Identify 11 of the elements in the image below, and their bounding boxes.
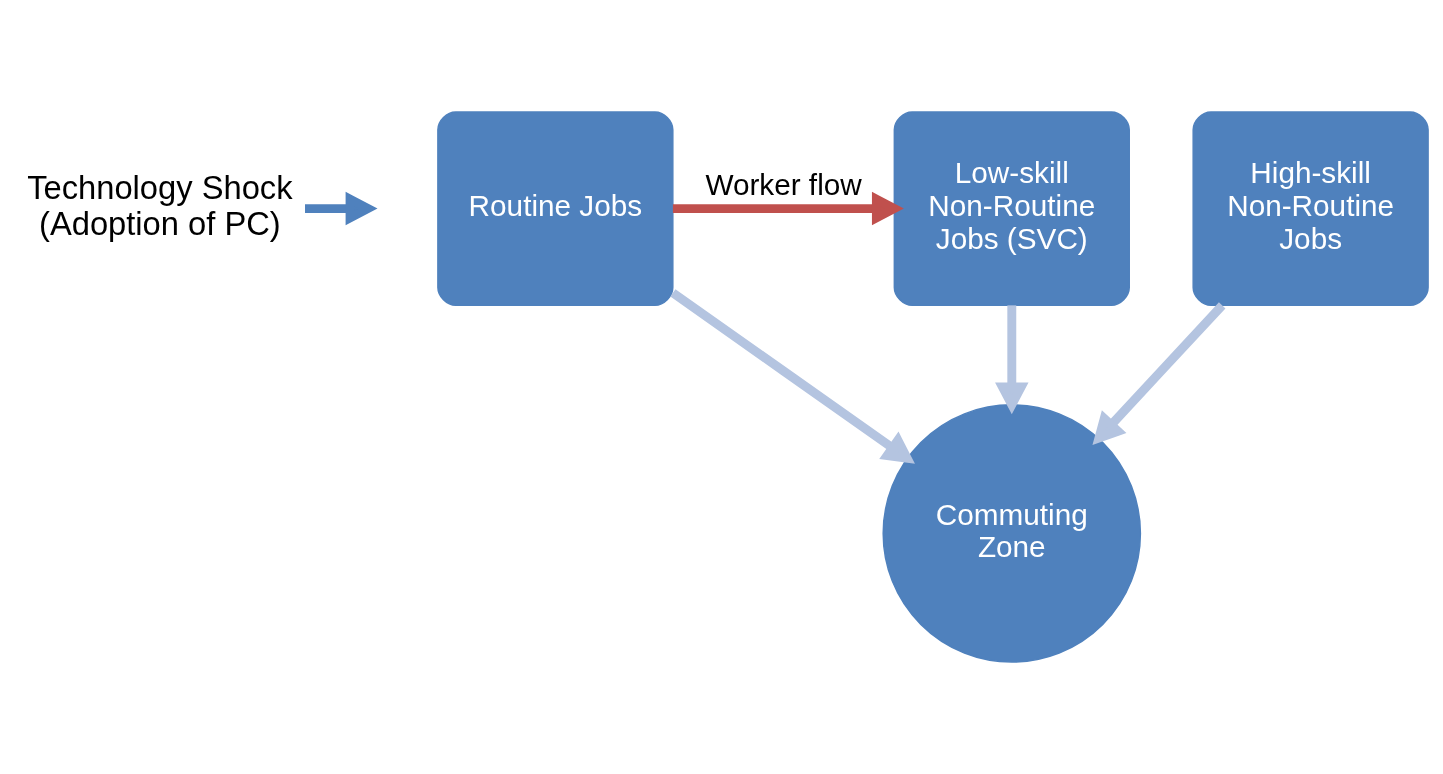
node-circle: Commuting Zone (882, 404, 1142, 663)
arrow (1092, 302, 1226, 446)
arrow (670, 289, 915, 464)
node-text: Technology Shock (Adoption of PC) (27, 169, 293, 242)
arrow (672, 191, 904, 226)
node-box: Low-skill Non-Routine Jobs (SVC) (893, 111, 1130, 306)
node-box: Routine Jobs (437, 111, 674, 306)
node-box: High-skill Non-Routine Jobs (1192, 111, 1429, 306)
arrow (995, 305, 1029, 415)
edge-label: Worker flow (705, 168, 862, 202)
arrow (305, 191, 378, 226)
